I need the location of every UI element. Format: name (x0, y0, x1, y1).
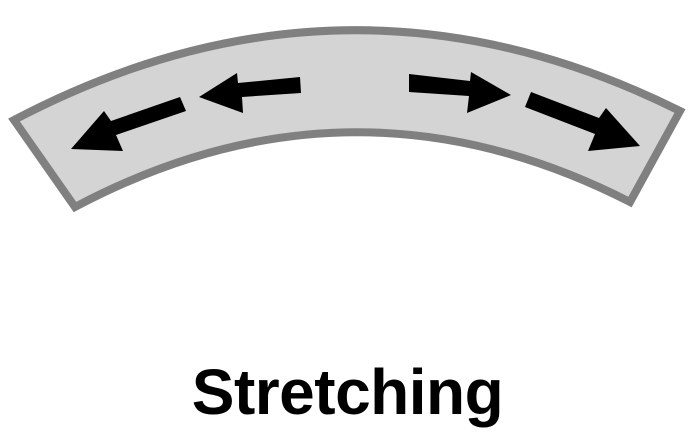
arrow-outer-right-icon (525, 92, 640, 151)
arrow-outer-left-icon (71, 97, 186, 151)
caption-label: Stretching (191, 356, 504, 428)
arrow-inner-right-icon (409, 72, 511, 113)
curved-band (8, 26, 686, 213)
stretch-arrows (71, 72, 640, 151)
arrow-inner-left-icon (199, 73, 301, 113)
